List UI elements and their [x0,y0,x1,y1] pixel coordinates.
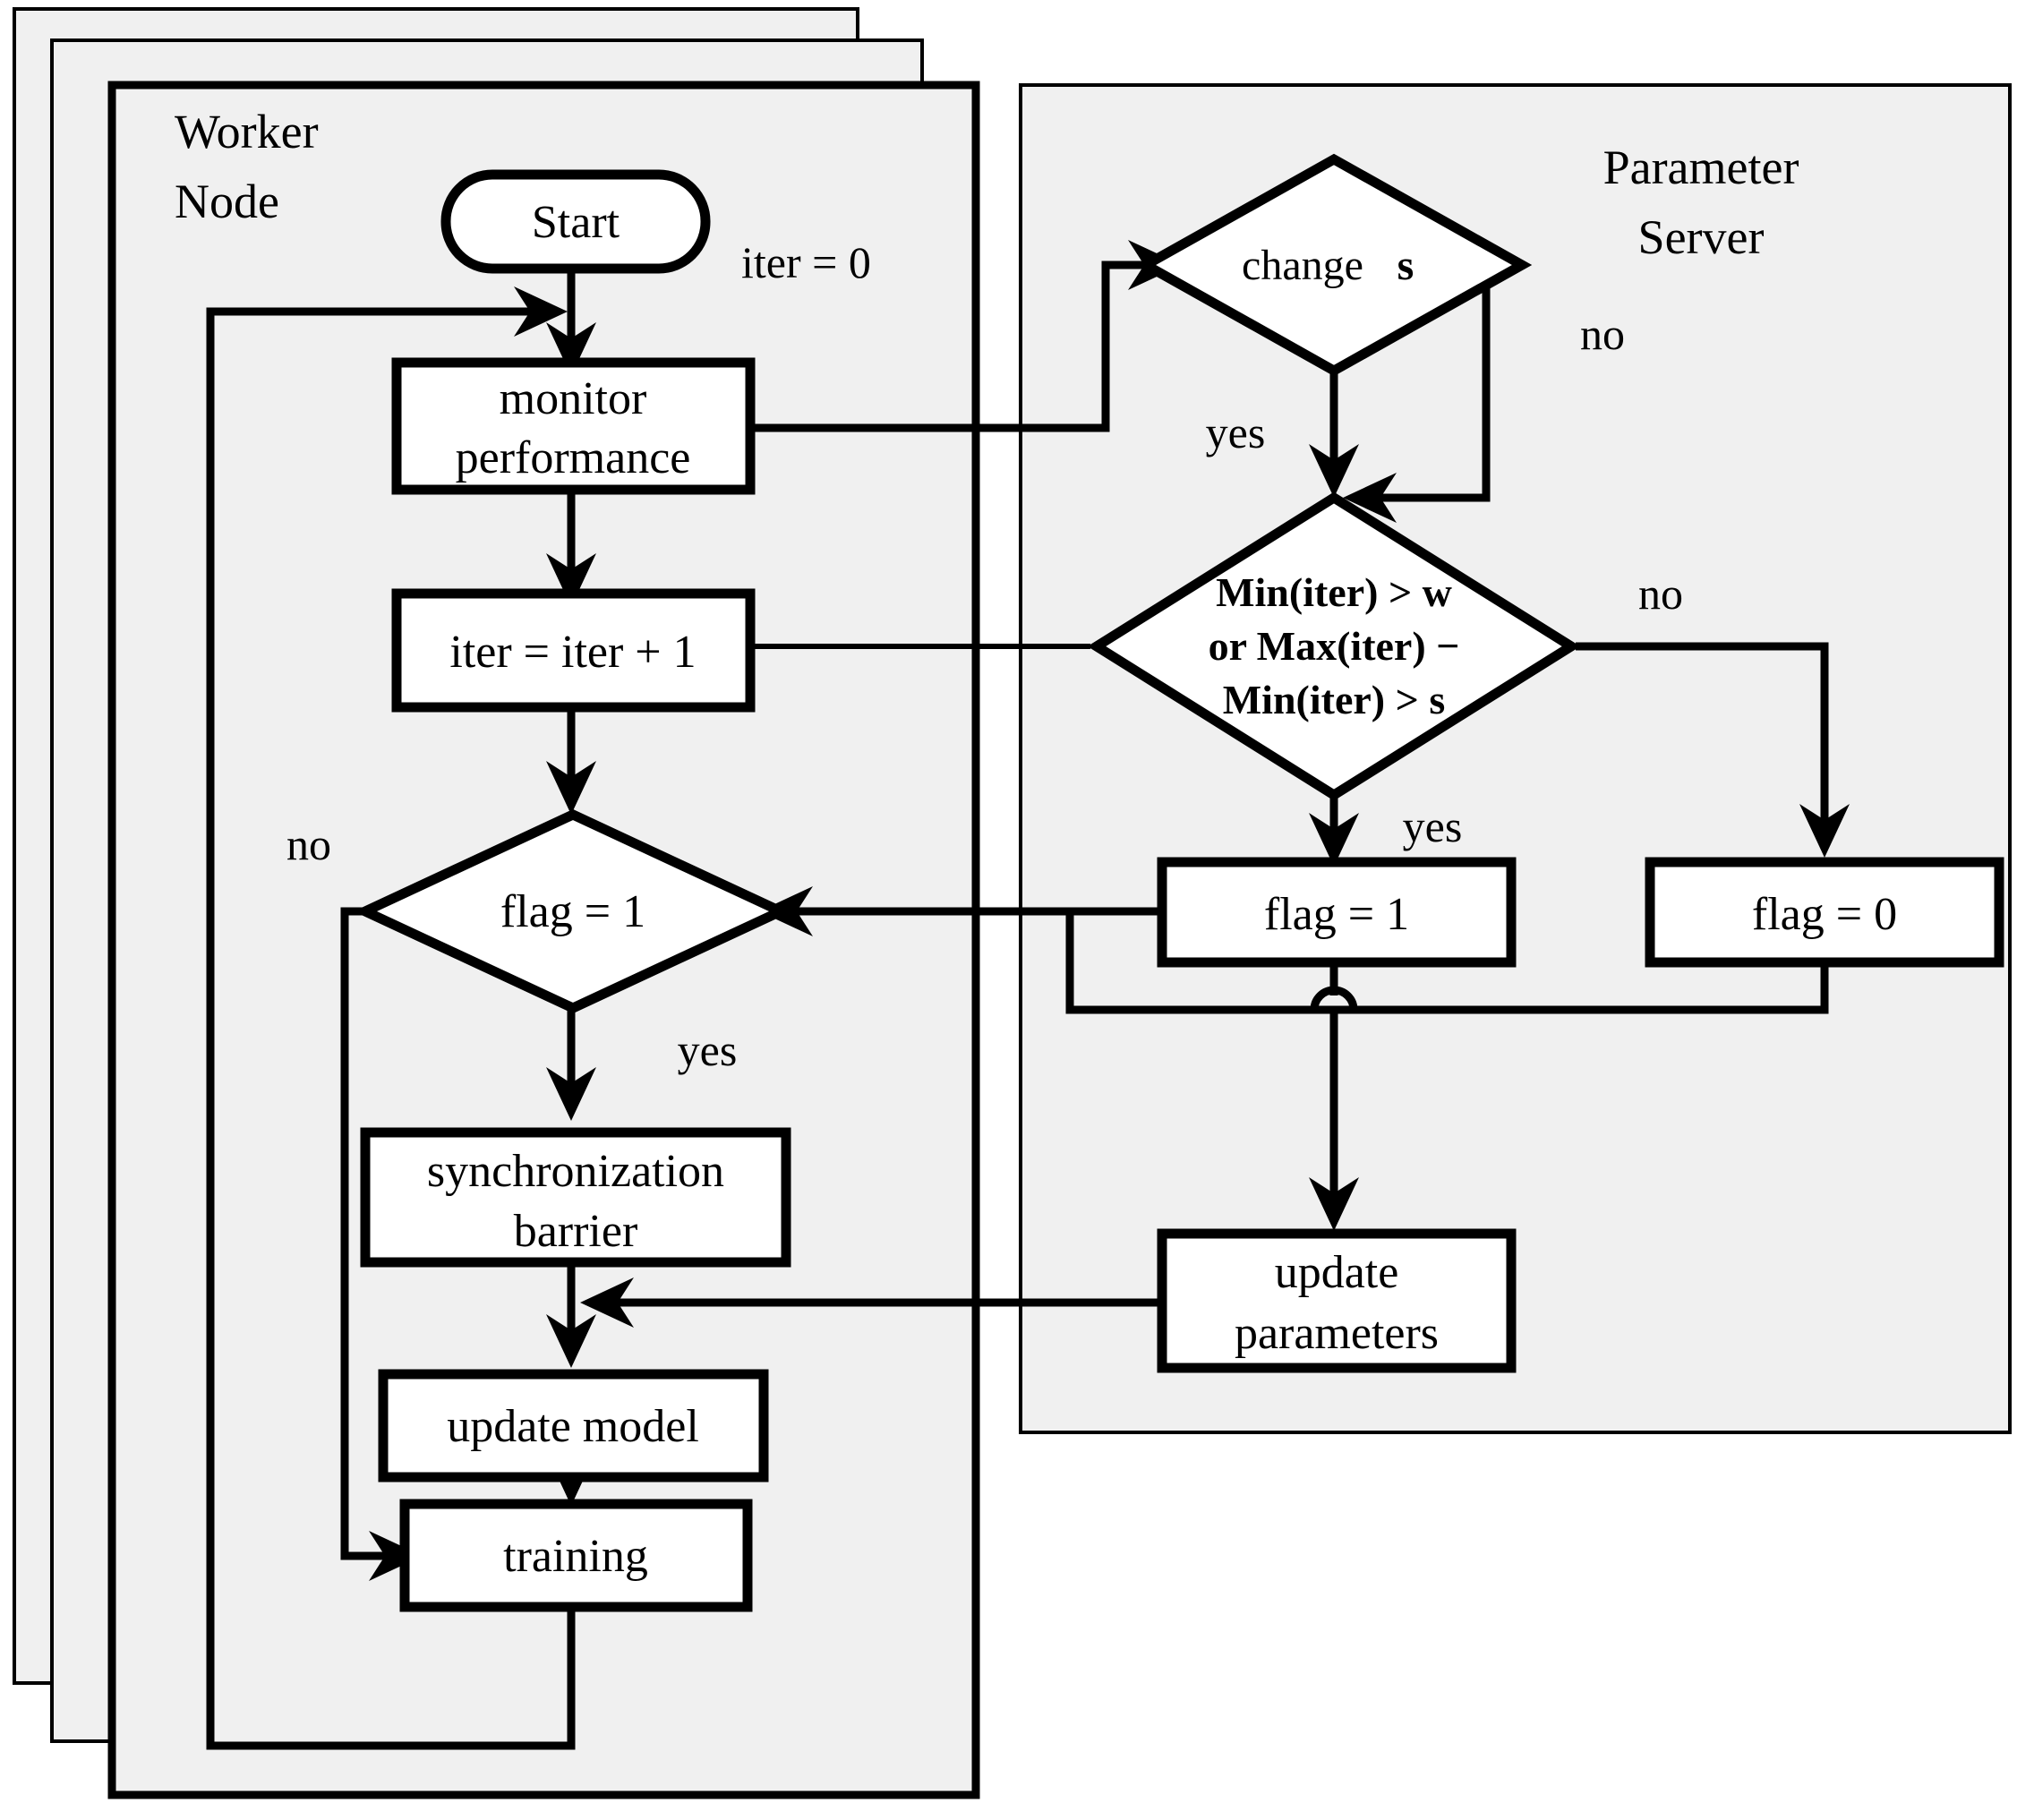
node-update-model[interactable] [378,1369,769,1482]
edge-flag0-bus [1065,911,1829,1014]
node-change-s-label: change [1242,242,1363,289]
arrowhead-iter-to-flagcheck [546,761,596,815]
node-update-parameters-line1: update [1275,1247,1399,1298]
node-training[interactable] [399,1499,753,1612]
server-panel-title-line2: Server [1638,210,1765,264]
node-condition-decision[interactable] [1087,491,1581,801]
node-condition-line3: Min(iter) > s [1223,677,1445,722]
arrowhead-condition-yes [1309,813,1359,867]
node-update-parameters[interactable] [1157,1228,1517,1373]
edge-label-condition-no: no [1638,568,1683,619]
node-update-parameters-line2: parameters [1235,1308,1439,1359]
edge-label-iter-zero: iter = 0 [741,237,871,287]
arrowhead-changes-yes [1309,444,1359,498]
node-start[interactable] [440,169,711,274]
node-synchronization-barrier[interactable] [360,1127,791,1268]
server-panel-title-line1: Parameter [1603,141,1799,194]
worker-panel-title-line1: Worker [175,105,319,158]
worker-panel-title-line2: Node [175,175,279,228]
edge-label-condition-yes: yes [1403,801,1463,851]
node-monitor-performance[interactable] [391,357,756,495]
arrowhead-condition-no [1799,804,1850,858]
node-iter-increment-label: iter = iter + 1 [449,627,696,678]
edge-bridge-arc [1310,986,1358,1011]
node-condition-line1: Min(iter) > w [1216,569,1452,615]
node-iter-increment[interactable] [391,588,756,713]
edge-label-changes-no: no [1580,309,1625,359]
edge-changes-no [1370,265,1491,502]
node-condition-line2: or Max(iter) − [1209,623,1460,669]
node-barrier-label-line1: synchronization [427,1146,724,1197]
arrowhead-training-feedback [514,286,568,337]
parameter-server-panel [1019,83,2012,1434]
edge-label-flagcheck-no: no [286,819,331,869]
node-monitor-label-line2: performance [456,432,691,483]
node-training-label: training [503,1531,648,1582]
node-change-s-symbol: s [1397,242,1414,289]
arrowhead-barrier-to-updatemodel [546,1314,596,1368]
node-flag1-set[interactable] [1157,857,1517,968]
arrowhead-flag1-to-updateparams [1309,1177,1359,1231]
node-barrier-label-line2: barrier [514,1206,638,1257]
arrowhead-flagcheck-yes [546,1067,596,1121]
node-flagcheck-decision[interactable] [353,808,793,1014]
edge-label-flagcheck-yes: yes [678,1025,738,1075]
arrowhead-updateparams-to-worker [580,1277,634,1328]
node-monitor-label-line1: monitor [500,373,647,424]
arrowhead-flagcheck-no [369,1531,423,1581]
edge-training-feedback [206,307,576,1750]
edge-label-changes-yes: yes [1206,407,1266,457]
edge-condition-no-to-flag0 [1576,642,1829,824]
arrowhead-monitor-to-iter [546,553,596,607]
node-start-label: Start [532,197,620,248]
node-flag0-set[interactable] [1645,857,2004,968]
edge-monitor-to-changes [750,261,1155,432]
node-update-model-label: update model [447,1401,699,1452]
node-flag1-label: flag = 1 [1264,889,1409,940]
node-flag0-label: flag = 0 [1752,889,1897,940]
node-flagcheck-label: flag = 1 [500,886,645,937]
arrowhead-start-to-monitor [546,322,596,376]
arrowhead-changes-no [1343,473,1397,523]
node-change-s-decision[interactable] [1135,153,1533,377]
